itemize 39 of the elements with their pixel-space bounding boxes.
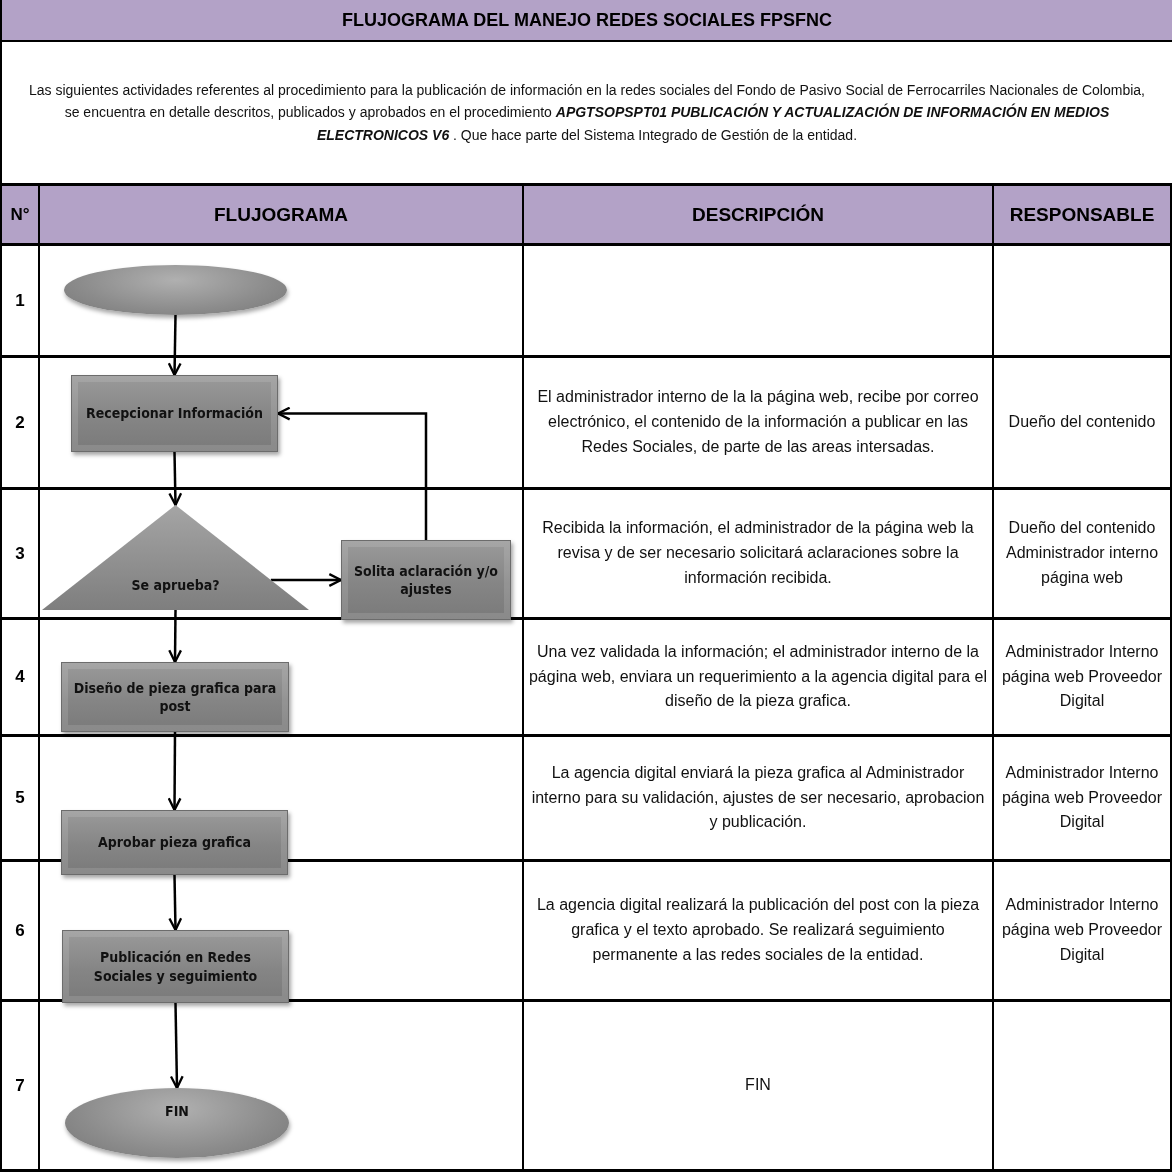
description-text: Recibida la información, el administrador de la página web la revisa y de ser necesario solicitará aclaraciones sobre la información recibida. bbox=[541, 518, 975, 588]
arrow bbox=[167, 314, 182, 377]
responsible-text: Dueño del contenido bbox=[1008, 412, 1156, 433]
arrow bbox=[276, 406, 428, 540]
description-text: FIN bbox=[745, 1075, 771, 1096]
process-box: Solita aclaración y/o ajustes bbox=[341, 540, 511, 620]
row-number: 3 bbox=[15, 543, 25, 564]
process-box: Aprobar pieza grafica bbox=[61, 810, 288, 875]
end-terminal-oval: FIN bbox=[65, 1088, 289, 1158]
description-text: Una vez validada la información; el administrador interno de la página web, enviara un requerimiento a la agencia digital para el diseño de la pieza grafica. bbox=[528, 641, 988, 712]
column-header: RESPONSABLE bbox=[1009, 203, 1155, 226]
row-number: 1 bbox=[15, 290, 25, 311]
arrow bbox=[168, 610, 183, 664]
column-header: DESCRIPCIÓN bbox=[692, 203, 824, 226]
description-text: La agencia digital realizará la publicación del post con la pieza grafica y el texto aprobado. Se realizará seguimiento permanente a las redes sociales de la entidad. bbox=[535, 895, 981, 965]
responsible-text: Dueño del contenido Administrador interno página web bbox=[1004, 518, 1160, 588]
column-header: FLUJOGRAMA bbox=[213, 203, 349, 226]
row-number: 6 bbox=[15, 920, 25, 941]
description-text: La agencia digital enviará la pieza grafica al Administrador interno para su validación, ajustes de ser necesario, aprobacion y publicación. bbox=[530, 762, 986, 833]
row-number: 2 bbox=[15, 412, 25, 433]
arrow bbox=[168, 451, 183, 507]
row-number: 7 bbox=[15, 1075, 25, 1096]
decision-text: Se aprueba? bbox=[131, 575, 220, 594]
responsible-text: Administrador Interno página web Proveedor Digital bbox=[1000, 762, 1164, 833]
arrow bbox=[167, 732, 182, 812]
arrow bbox=[270, 573, 343, 587]
arrow bbox=[168, 874, 183, 932]
row-number: 4 bbox=[15, 667, 25, 687]
responsible-text: Administrador Interno página web Proveedor Digital bbox=[1000, 895, 1164, 965]
row-number: 5 bbox=[15, 788, 25, 808]
intro-paragraph: Las siguientes actividades referentes al procedimiento para la publicación de información en la redes sociales del Fondo de Pasivo Social de Ferrocarriles Nacionales de Colombia, se encuentra en detalle descritos, publicados y aprobados en el procedimiento APGTSOPSPT01 PUBLICACIÓN Y ACTUALIZACIÓN DE INFORMACIÓN EN MEDIOS ELECTRONICOS V6 . Que hace parte del Sistema Integrado de Gestión de la entidad. bbox=[28, 80, 1146, 145]
process-box: Diseño de pieza grafica para post bbox=[61, 662, 289, 732]
process-box: Recepcionar Información bbox=[71, 375, 278, 452]
process-box: Publicación en Redes Sociales y seguimiento bbox=[62, 930, 289, 1003]
responsible-text: Administrador Interno página web Proveedor Digital bbox=[1000, 641, 1164, 712]
title: FLUJOGRAMA DEL MANEJO REDES SOCIALES FPSFNC bbox=[341, 9, 832, 31]
column-header: N° bbox=[10, 204, 30, 225]
arrow bbox=[169, 1002, 184, 1090]
description-text: El administrador interno de la la página web, recibe por correo electrónico, el contenido de la información a publicar en las Redes Sociales, de parte de las areas intersadas. bbox=[536, 387, 980, 457]
